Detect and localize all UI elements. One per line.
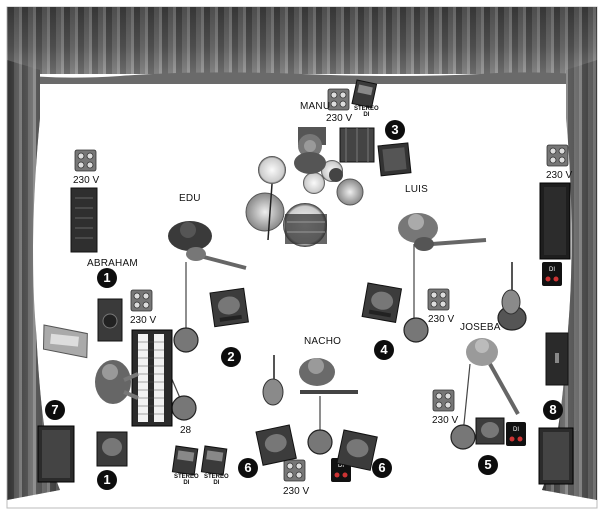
- monitor-badge-4: 4: [374, 340, 394, 360]
- monitor-badge-2: 2: [221, 347, 241, 367]
- stereo-di-label-bottom: DI: [183, 480, 189, 486]
- performer-label-joseba: JOSEBA: [460, 322, 501, 333]
- voltage-label: 230 V: [283, 486, 309, 497]
- monitor-badge-1-top: 1: [97, 268, 117, 288]
- voltage-label: 230 V: [546, 170, 572, 181]
- monitor-badge-1-bottom: 1: [97, 470, 117, 490]
- voltage-label: 230 V: [428, 314, 454, 325]
- performer-label-abraham: ABRAHAM: [87, 258, 138, 269]
- monitor-badge-8: 8: [543, 400, 563, 420]
- keyboard-number-label: 28: [180, 425, 191, 436]
- monitor-badge-7: 7: [45, 400, 65, 420]
- voltage-label: 230 V: [73, 175, 99, 186]
- voltage-label: 230 V: [326, 113, 352, 124]
- stereo-di-label-bottom: DI: [213, 480, 219, 486]
- performer-label-nacho: NACHO: [304, 336, 341, 347]
- performer-label-manu: MANU: [300, 101, 330, 112]
- monitor-badge-3: 3: [385, 120, 405, 140]
- svg-text:DI: DI: [549, 267, 555, 273]
- monitor-badge-6-right: 6: [372, 458, 392, 478]
- performer-label-luis: LUIS: [405, 184, 428, 195]
- svg-text:DI: DI: [513, 427, 519, 433]
- voltage-label: 230 V: [130, 315, 156, 326]
- monitor-badge-5: 5: [478, 455, 498, 475]
- keyboard-icon: [132, 330, 172, 426]
- monitor-badge-6-left: 6: [238, 458, 258, 478]
- performer-label-edu: EDU: [179, 193, 201, 204]
- voltage-label: 230 V: [432, 415, 458, 426]
- stereo-di-label-bottom: DI: [363, 112, 369, 118]
